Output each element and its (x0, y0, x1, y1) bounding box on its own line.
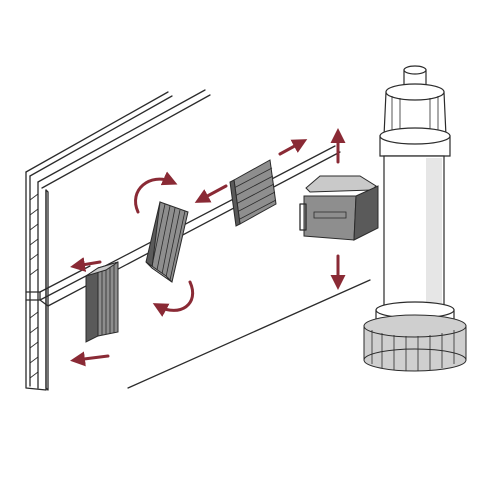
leg-bracket (299, 175, 379, 241)
arrow-diagonal-up-right (278, 139, 308, 156)
clip-slide-in (229, 159, 277, 227)
adjustable-leg (363, 65, 467, 372)
clip-rotating (145, 201, 189, 283)
arrow-rotate-top (134, 171, 178, 214)
arrow-diagonal-down-left (194, 184, 228, 203)
plinth-panel (25, 89, 371, 391)
arrows (70, 128, 346, 367)
arrow-left-bottom (70, 351, 110, 367)
clip-removed-left (85, 261, 119, 343)
arrow-rotate-bottom (152, 280, 195, 317)
panel-ribs (29, 193, 39, 379)
arrow-left-top (70, 257, 102, 272)
